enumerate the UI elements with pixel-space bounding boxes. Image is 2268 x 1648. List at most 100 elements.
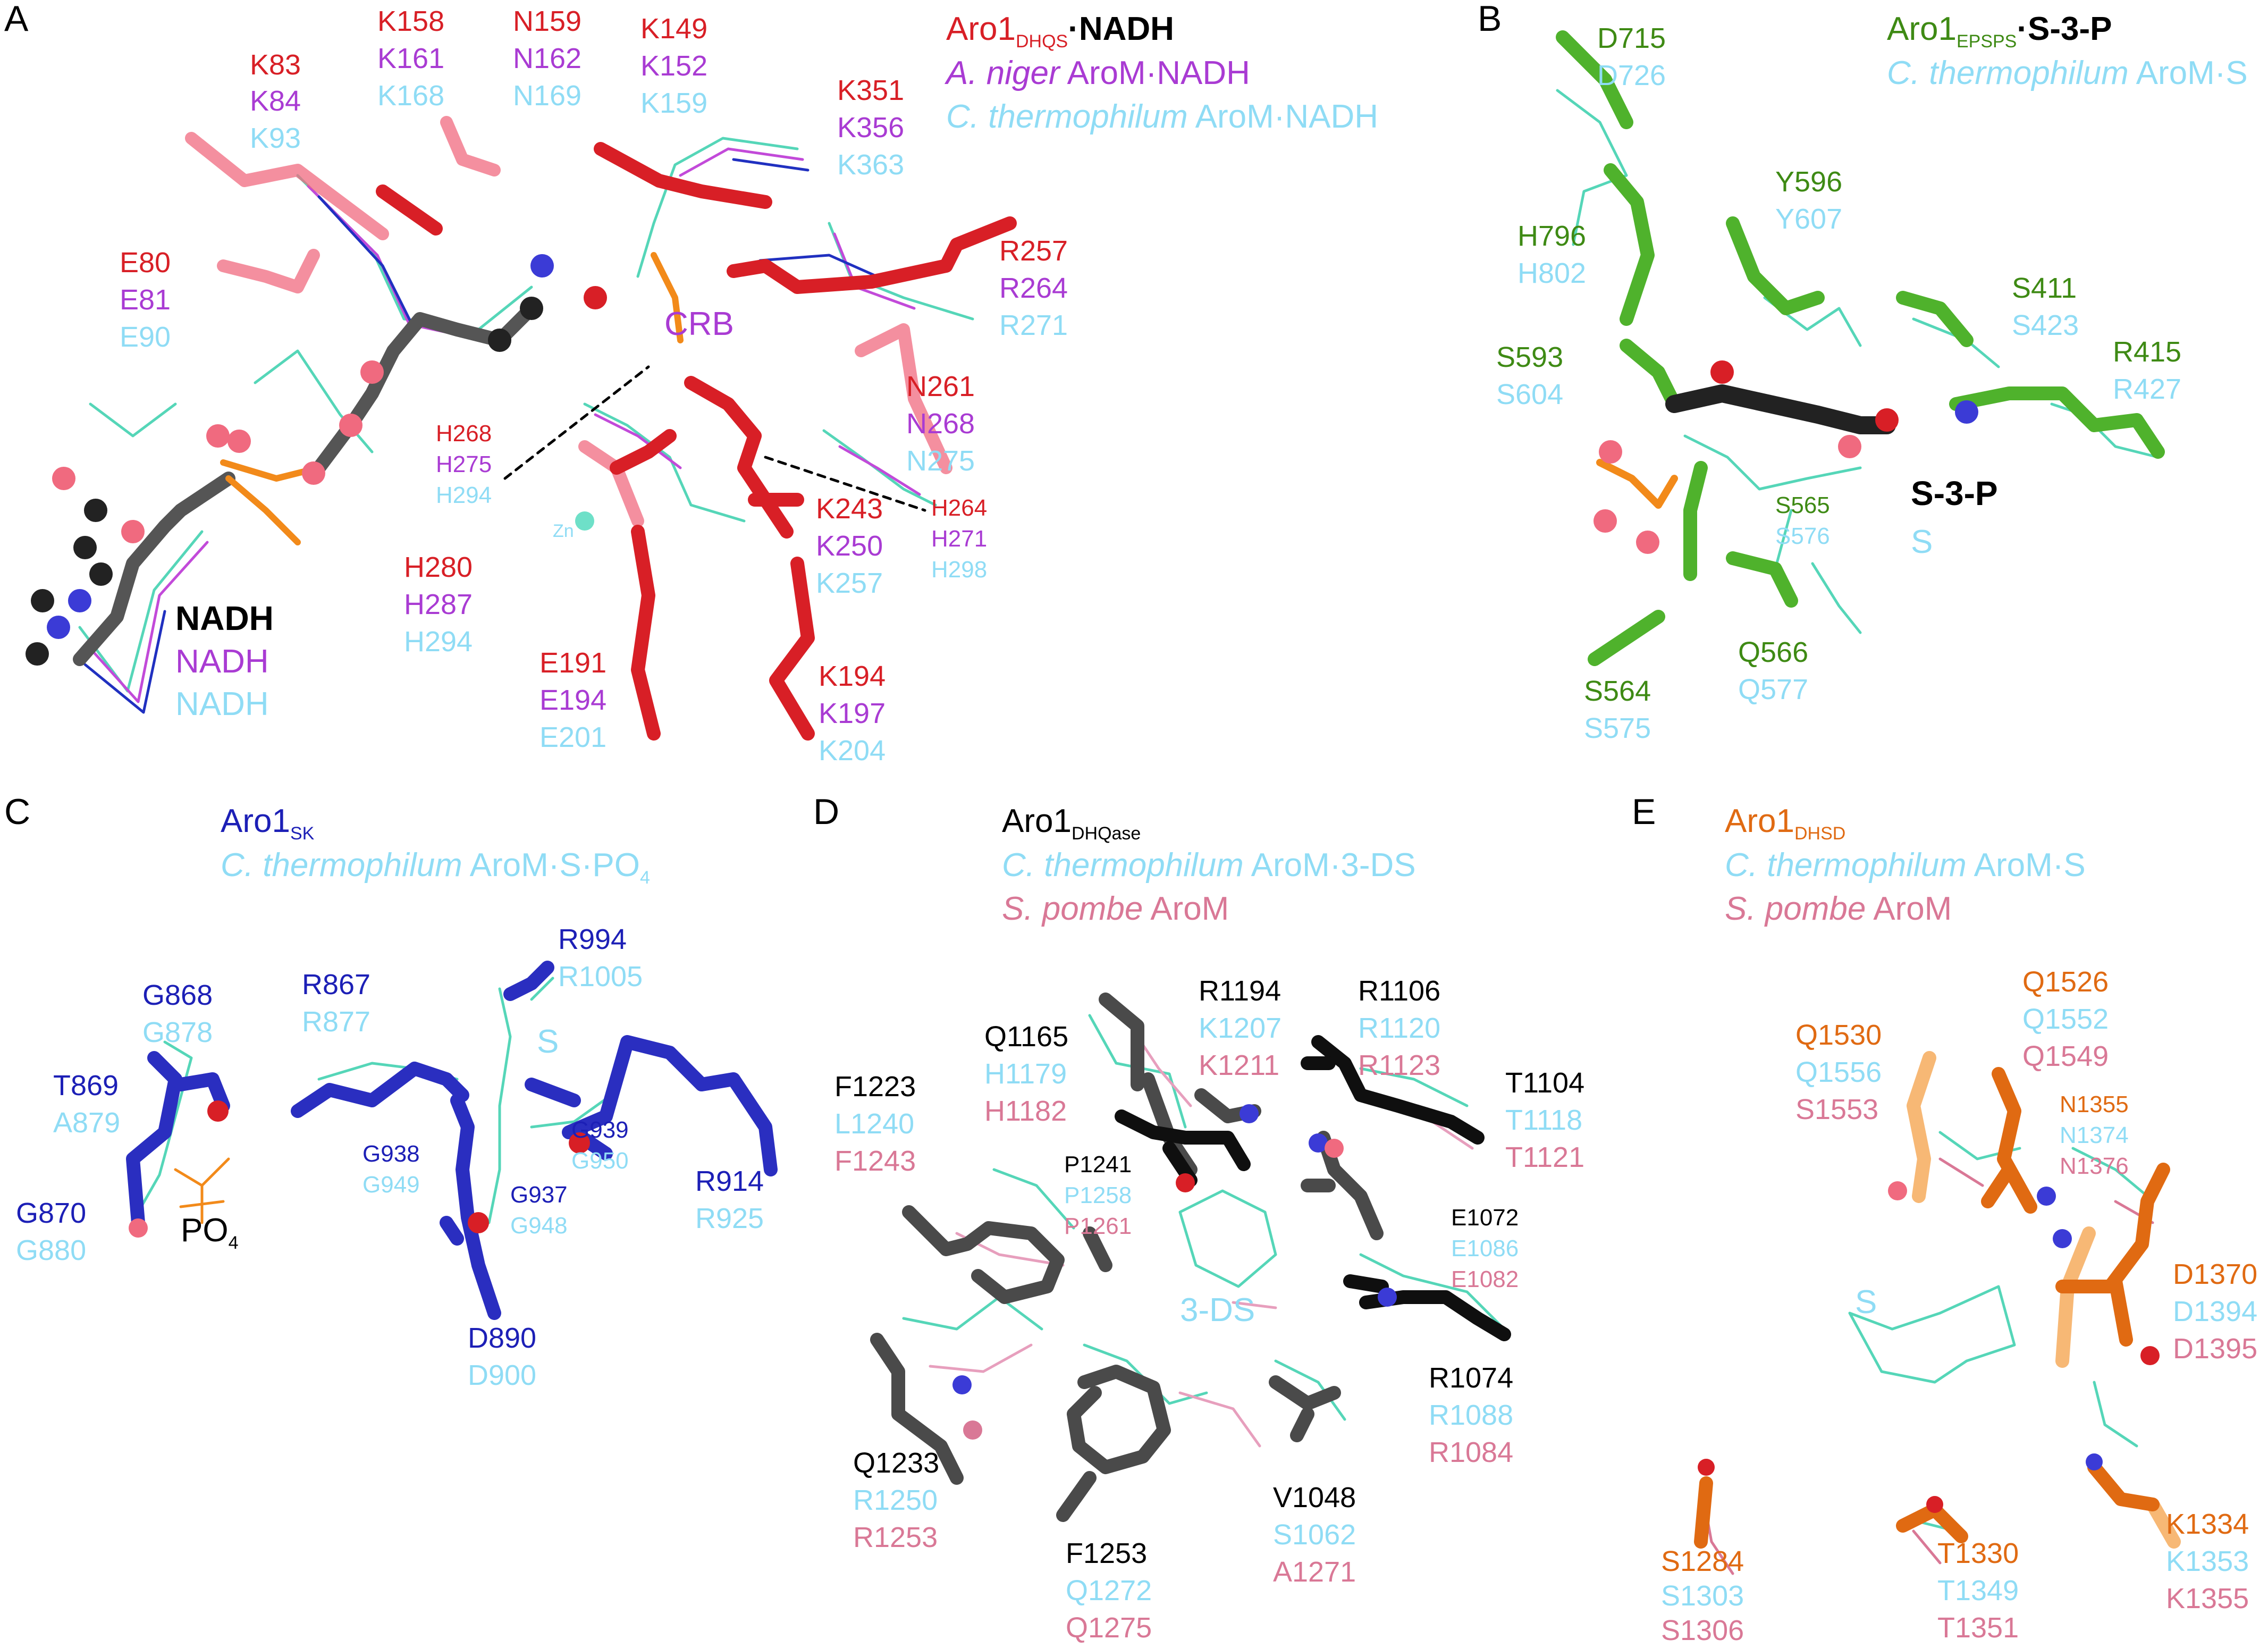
svg-text:N1376: N1376 — [2060, 1153, 2129, 1179]
svg-text:Q1233: Q1233 — [853, 1447, 939, 1479]
legend-a-line-2: A. niger AroM·NADH — [944, 55, 1250, 91]
residue-label-g868: G868 G878 — [142, 979, 213, 1048]
svg-text:G880: G880 — [16, 1234, 86, 1266]
svg-text:E80: E80 — [120, 247, 171, 279]
residue-label-r867: R867 R877 — [302, 969, 370, 1038]
svg-text:K1211: K1211 — [1199, 1049, 1279, 1081]
svg-text:Q1530: Q1530 — [1795, 1019, 1882, 1051]
panel-a-structure — [26, 116, 1017, 741]
svg-text:S576: S576 — [1775, 523, 1830, 549]
svg-text:R264: R264 — [999, 272, 1068, 304]
svg-text:K158: K158 — [377, 5, 444, 37]
residue-label-g937: G937 G948 — [510, 1182, 568, 1239]
legend-d-line-2: C. thermophilum AroM·3-DS — [1002, 847, 1416, 884]
svg-text:G938: G938 — [362, 1141, 420, 1167]
residue-label-v1048: V1048 S1062 A1271 — [1273, 1482, 1356, 1588]
panel-b-letter: B — [1478, 0, 1502, 39]
panel-b-structure — [1556, 30, 2165, 666]
panel-b: B — [1478, 0, 2248, 744]
residue-label-k243: K243 K250 K257 — [816, 493, 883, 599]
svg-text:N261: N261 — [906, 371, 975, 402]
svg-text:K84: K84 — [250, 85, 301, 117]
svg-text:NADH: NADH — [175, 643, 269, 680]
residue-label-h268: H268 H275 H294 — [436, 421, 492, 508]
svg-text:T1349: T1349 — [1937, 1575, 2019, 1607]
svg-text:L1240: L1240 — [834, 1108, 914, 1140]
svg-text:R877: R877 — [302, 1006, 370, 1038]
svg-text:K204: K204 — [819, 735, 886, 767]
svg-text:G868: G868 — [142, 979, 213, 1011]
residue-label-s565: S565 S576 — [1775, 492, 1830, 549]
svg-text:E201: E201 — [539, 721, 606, 753]
svg-text:K168: K168 — [377, 80, 444, 112]
svg-text:T1351: T1351 — [1937, 1612, 2019, 1644]
svg-text:F1243: F1243 — [834, 1145, 916, 1177]
panel-e-structure — [1694, 1051, 2181, 1575]
panel-c-letter: C — [4, 792, 30, 832]
panel-c-labels: R994 R1005 G868 G878 R867 R877 T869 A879… — [16, 923, 764, 1391]
svg-text:T1330: T1330 — [1937, 1537, 2019, 1569]
svg-text:S604: S604 — [1496, 379, 1563, 410]
residue-label-r994: R994 R1005 — [558, 923, 643, 993]
svg-text:K243: K243 — [816, 493, 883, 525]
panel-c-legend: Aro1SK C. thermophilum AroM·S·PO4 — [221, 803, 650, 888]
ion-label-zn: Zn — [553, 521, 574, 541]
svg-text:A879: A879 — [53, 1107, 120, 1139]
svg-text:S1284: S1284 — [1661, 1545, 1744, 1577]
svg-text:K257: K257 — [816, 567, 883, 599]
residue-label-t1104: T1104 T1118 T1121 — [1505, 1067, 1584, 1173]
panel-e-letter: E — [1632, 792, 1656, 832]
svg-text:R1194: R1194 — [1199, 975, 1281, 1007]
svg-text:D890: D890 — [468, 1322, 536, 1354]
svg-text:E90: E90 — [120, 321, 171, 353]
svg-text:E1072: E1072 — [1451, 1205, 1519, 1231]
panel-d-letter: D — [813, 792, 839, 832]
svg-text:H1179: H1179 — [984, 1058, 1067, 1090]
svg-text:R925: R925 — [695, 1203, 764, 1234]
residue-label-r914: R914 R925 — [695, 1165, 764, 1234]
residue-label-e191: E191 E194 E201 — [539, 647, 606, 753]
svg-text:D726: D726 — [1597, 60, 1666, 91]
svg-text:G949: G949 — [362, 1172, 420, 1198]
residue-label-h280: H280 H287 H294 — [404, 551, 473, 658]
svg-text:H268: H268 — [436, 421, 492, 447]
svg-text:H294: H294 — [436, 482, 492, 508]
svg-text:A1271: A1271 — [1273, 1556, 1356, 1588]
legend-c-line-1: Aro1SK — [221, 803, 315, 844]
svg-text:H287: H287 — [404, 588, 473, 620]
svg-text:G878: G878 — [142, 1016, 213, 1048]
svg-text:R1123: R1123 — [1358, 1049, 1440, 1081]
svg-text:R1120: R1120 — [1358, 1012, 1440, 1044]
panel-d: D — [813, 792, 1584, 1644]
panel-e: E — [1632, 792, 2257, 1646]
svg-text:S1303: S1303 — [1661, 1580, 1744, 1612]
residue-label-s1284: S1284 S1303 S1306 — [1661, 1545, 1744, 1646]
panel-a-legend: Aro1DHQS·NADH A. niger AroM·NADH C. ther… — [944, 11, 1378, 135]
svg-text:K363: K363 — [837, 149, 904, 181]
residue-label-s593: S593 S604 — [1496, 341, 1563, 410]
svg-text:Q1549: Q1549 — [2022, 1040, 2109, 1072]
svg-text:NADH: NADH — [175, 686, 269, 722]
residue-label-q566: Q566 Q577 — [1738, 636, 1808, 705]
residue-label-nadh: NADH NADH NADH — [175, 599, 274, 722]
svg-text:R1088: R1088 — [1429, 1399, 1513, 1431]
svg-text:R257: R257 — [999, 235, 1068, 267]
panel-c-structure — [126, 961, 778, 1320]
panel-a: A — [4, 0, 1378, 767]
svg-text:K152: K152 — [640, 50, 707, 82]
residue-label-h796: H796 H802 — [1517, 220, 1586, 289]
svg-text:Y596: Y596 — [1775, 166, 1842, 198]
legend-d-line-1: Aro1DHQase — [1002, 803, 1141, 844]
residue-label-s564: S564 S575 — [1584, 675, 1651, 744]
svg-text:K1334: K1334 — [2166, 1508, 2249, 1540]
svg-text:R914: R914 — [695, 1165, 764, 1197]
residue-label-h264: H264 H271 H298 — [931, 495, 987, 583]
svg-text:D715: D715 — [1597, 22, 1666, 54]
svg-text:Q1552: Q1552 — [2022, 1003, 2109, 1035]
svg-text:E1086: E1086 — [1451, 1235, 1519, 1262]
svg-text:F1253: F1253 — [1066, 1537, 1147, 1569]
svg-text:S411: S411 — [2012, 272, 2077, 304]
residue-label-d890: D890 D900 — [468, 1322, 536, 1391]
residue-label-d715: D715 D726 — [1597, 22, 1666, 91]
residue-label-n1355: N1355 N1374 N1376 — [2060, 1091, 2129, 1179]
